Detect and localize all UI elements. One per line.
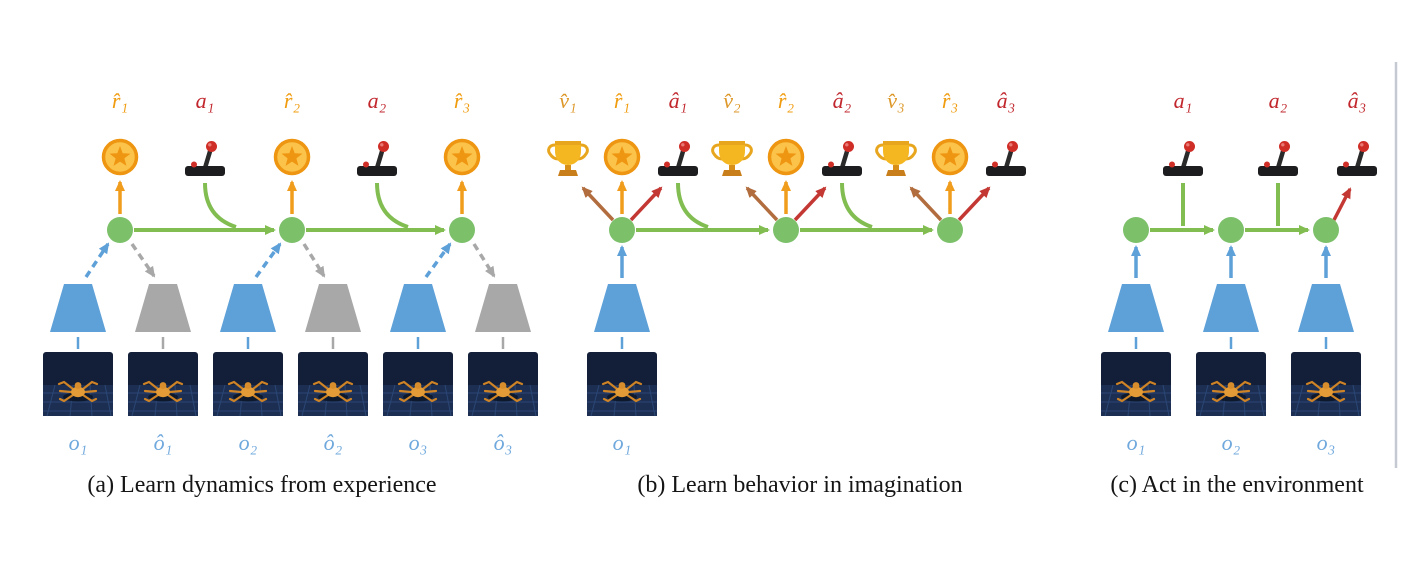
coin-star-icon [603, 138, 641, 176]
latent-state-node [279, 217, 305, 243]
coin-star-icon [443, 138, 481, 176]
panel-a-caption: (a) Learn dynamics from experience [87, 472, 436, 498]
trophy-icon [711, 139, 753, 178]
obs-label: o₃ [1317, 430, 1336, 455]
obs-label: o₁ [613, 430, 632, 455]
joystick-icon [357, 141, 397, 176]
encoder-trapezoid [1203, 284, 1259, 332]
decoder-arrow [130, 243, 156, 278]
joystick-icon [822, 141, 862, 176]
value-label: v̂₃ [887, 88, 904, 113]
action-input-line [203, 182, 237, 229]
robot-observation-image [296, 350, 370, 418]
coin-star-icon [931, 138, 969, 176]
robot-observation-image [585, 350, 659, 418]
encoder-arrow [84, 242, 110, 278]
robot-observation-image [1099, 350, 1173, 418]
reward-label: r̂₃ [454, 88, 470, 113]
reward-label: r̂₂ [284, 88, 301, 113]
action-input-line [840, 182, 873, 229]
encoder-trapezoid [220, 284, 276, 332]
latent-state-node [609, 217, 635, 243]
robot-observation-image [211, 350, 285, 418]
encoder-trapezoid [390, 284, 446, 332]
decoder-arrow [302, 243, 326, 278]
decoder-trapezoid [135, 284, 191, 332]
joystick-icon [986, 141, 1026, 176]
joystick-icon [1337, 141, 1377, 176]
latent-state-node [449, 217, 475, 243]
reward-label: r̂₂ [778, 88, 795, 113]
trophy-icon [875, 139, 917, 178]
decoder-arrow [472, 243, 496, 278]
obs-label: o₁ [1127, 430, 1146, 455]
joystick-icon [185, 141, 225, 176]
latent-state-node [937, 217, 963, 243]
action-input-line [375, 182, 409, 229]
encoder-trapezoid [50, 284, 106, 332]
action-label: a₂ [1269, 88, 1288, 113]
obs-label: ô₂ [324, 430, 343, 455]
reward-label: r̂₁ [112, 88, 128, 113]
panel-c-caption: (c) Act in the environment [1110, 472, 1364, 498]
latent-state-node [1123, 217, 1149, 243]
obs-label: o₁ [69, 430, 88, 455]
obs-label: o₂ [239, 430, 258, 455]
obs-label: ô₁ [154, 430, 173, 455]
joystick-icon [658, 141, 698, 176]
decoder-trapezoid [305, 284, 361, 332]
value-arrow [581, 186, 615, 222]
robot-observation-image [1289, 350, 1363, 418]
robot-observation-image [466, 350, 540, 418]
robot-observation-image [381, 350, 455, 418]
action-input-line [676, 182, 709, 229]
robot-observation-image [126, 350, 200, 418]
action-label: a₁ [1174, 88, 1193, 113]
reward-label: r̂₃ [942, 88, 958, 113]
trophy-icon [547, 139, 589, 178]
action-label: â₃ [997, 88, 1016, 113]
joystick-icon [1258, 141, 1298, 176]
robot-observation-image [41, 350, 115, 418]
robot-observation-image [1194, 350, 1268, 418]
panel-b-caption: (b) Learn behavior in imagination [637, 472, 962, 498]
latent-state-node [1313, 217, 1339, 243]
policy-arrow [1332, 187, 1352, 221]
latent-state-node [107, 217, 133, 243]
action-label: a₂ [368, 88, 387, 113]
action-label: â₂ [833, 88, 852, 113]
coin-star-icon [273, 138, 311, 176]
encoder-trapezoid [1298, 284, 1354, 332]
panel-b: v̂₁ r̂₁ â₁ v̂₂ r̂₂ â₂ v̂₃ r̂₃ â₃ o₁ (… [547, 88, 1026, 498]
decoder-trapezoid [475, 284, 531, 332]
latent-state-node [773, 217, 799, 243]
panel-c: a₁ a₂ â₃ o₁ o₂ o₃ (c) Act in the enviro… [1099, 88, 1377, 498]
obs-label: o₃ [409, 430, 428, 455]
obs-label: o₂ [1222, 430, 1241, 455]
action-label: a₁ [196, 88, 215, 113]
value-label: v̂₁ [559, 88, 576, 113]
encoder-trapezoid [594, 284, 650, 332]
encoder-arrow [424, 242, 452, 279]
joystick-icon [1163, 141, 1203, 176]
value-label: v̂₂ [723, 88, 741, 113]
policy-arrow [957, 186, 991, 222]
coin-star-icon [101, 138, 139, 176]
reward-label: r̂₁ [614, 88, 630, 113]
latent-state-node [1218, 217, 1244, 243]
value-arrow [745, 186, 779, 222]
policy-arrow [629, 186, 663, 222]
encoder-trapezoid [1108, 284, 1164, 332]
action-label: â₁ [669, 88, 688, 113]
obs-label: ô₃ [494, 430, 513, 455]
action-label: â₃ [1348, 88, 1367, 113]
panel-a: r̂₁ a₁ r̂₂ a₂ r̂₃ o₁ ô₁ o₂ ô₂ o₃ ô₃ (… [41, 88, 540, 498]
policy-arrow [793, 186, 827, 222]
coin-star-icon [767, 138, 805, 176]
encoder-arrow [254, 242, 282, 279]
value-arrow [909, 186, 943, 222]
